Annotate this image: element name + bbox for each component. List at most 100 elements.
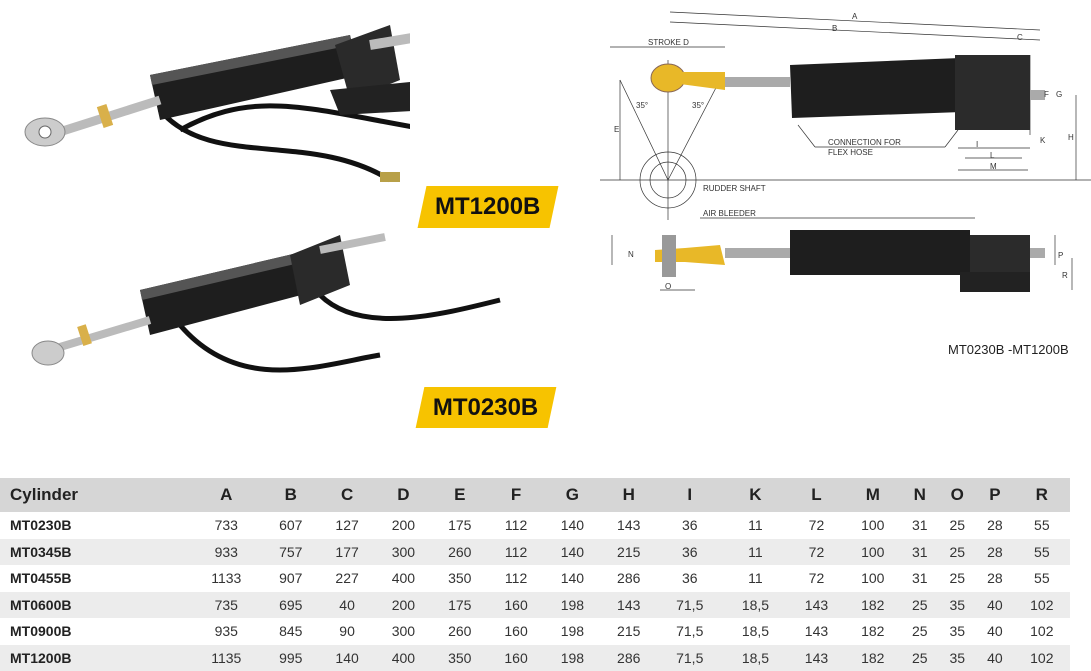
column-header: P <box>976 478 1014 512</box>
column-header: A <box>190 478 263 512</box>
table-cell: 200 <box>375 512 431 539</box>
note-air-bleeder: AIR BLEEDER <box>703 209 756 218</box>
dim-e: E <box>614 125 619 134</box>
dim-f: F <box>1044 90 1049 99</box>
column-header: M <box>845 478 901 512</box>
table-cell: 90 <box>319 618 375 645</box>
column-header: E <box>432 478 488 512</box>
table-cell: 182 <box>845 645 901 671</box>
table-cell: 72 <box>788 539 844 566</box>
table-cell: 260 <box>432 618 488 645</box>
table-cell: 40 <box>976 618 1014 645</box>
table-cell: 102 <box>1014 618 1070 645</box>
table-cell: 140 <box>319 645 375 671</box>
table-cell: 198 <box>544 618 600 645</box>
table-cell: 11 <box>723 565 789 592</box>
table-cell: 112 <box>488 539 544 566</box>
table-cell: 140 <box>544 539 600 566</box>
table-cell: 177 <box>319 539 375 566</box>
table-cell: 160 <box>488 618 544 645</box>
note-connection: CONNECTION FOR <box>828 138 901 147</box>
table-cell: 1135 <box>190 645 263 671</box>
table-cell: 933 <box>190 539 263 566</box>
column-header: K <box>723 478 789 512</box>
angle-left: 35° <box>636 101 648 110</box>
dim-stroke-d: STROKE D <box>648 38 689 47</box>
column-header: H <box>601 478 657 512</box>
table-cell: 160 <box>488 592 544 619</box>
table-cell: 400 <box>375 565 431 592</box>
model-label-text: MT0230B <box>433 394 538 422</box>
table-cell: 300 <box>375 618 431 645</box>
table-cell: 143 <box>601 592 657 619</box>
table-cell: 36 <box>657 539 723 566</box>
table-cell: 400 <box>375 645 431 671</box>
dim-b: B <box>832 24 837 33</box>
table-cell: 28 <box>976 565 1014 592</box>
table-cell: 40 <box>976 645 1014 671</box>
table-cell: 18,5 <box>723 592 789 619</box>
table-cell: 733 <box>190 512 263 539</box>
note-rudder-shaft: RUDDER SHAFT <box>703 184 766 193</box>
table-cell: 71,5 <box>657 592 723 619</box>
table-cell: 175 <box>432 512 488 539</box>
table-cell: 143 <box>788 592 844 619</box>
table-cell: 25 <box>939 512 977 539</box>
dim-l: L <box>990 151 995 160</box>
column-header: I <box>657 478 723 512</box>
dim-i: I <box>976 140 978 149</box>
table-cell: 55 <box>1014 539 1070 566</box>
table-cell: 25 <box>901 618 939 645</box>
dim-r: R <box>1062 271 1068 280</box>
table-cell: 1133 <box>190 565 263 592</box>
table-cell: 11 <box>723 512 789 539</box>
cylinder-model: MT0345B <box>0 539 190 566</box>
column-header: F <box>488 478 544 512</box>
column-header: D <box>375 478 431 512</box>
table-cell: 175 <box>432 592 488 619</box>
column-header: C <box>319 478 375 512</box>
table-cell: 845 <box>263 618 319 645</box>
table-cell: 102 <box>1014 592 1070 619</box>
table-cell: 695 <box>263 592 319 619</box>
table-cell: 102 <box>1014 645 1070 671</box>
table-cell: 11 <box>723 539 789 566</box>
table-cell: 31 <box>901 539 939 566</box>
table-cell: 995 <box>263 645 319 671</box>
table-cell: 25 <box>901 592 939 619</box>
table-cell: 143 <box>788 645 844 671</box>
table-cell: 140 <box>544 565 600 592</box>
table-cell: 40 <box>976 592 1014 619</box>
table-cell: 55 <box>1014 512 1070 539</box>
cylinder-model: MT0230B <box>0 512 190 539</box>
table-cell: 182 <box>845 592 901 619</box>
table-cell: 350 <box>432 565 488 592</box>
cylinder-model: MT0900B <box>0 618 190 645</box>
table-cell: 28 <box>976 512 1014 539</box>
table-cell: 198 <box>544 592 600 619</box>
mt0230b-photo <box>20 225 520 395</box>
table-cell: 757 <box>263 539 319 566</box>
table-cell: 607 <box>263 512 319 539</box>
table-cell: 935 <box>190 618 263 645</box>
table-cell: 18,5 <box>723 618 789 645</box>
model-label-mt0230b: MT0230B <box>416 387 557 428</box>
table-cell: 72 <box>788 565 844 592</box>
dim-c: C <box>1017 33 1023 42</box>
table-cell: 112 <box>488 512 544 539</box>
angle-right: 35° <box>692 101 704 110</box>
dim-a: A <box>852 12 858 21</box>
table-cell: 55 <box>1014 565 1070 592</box>
table-cell: 260 <box>432 539 488 566</box>
dim-p: P <box>1058 251 1063 260</box>
model-label-text: MT1200B <box>435 193 540 221</box>
table-cell: 100 <box>845 539 901 566</box>
table-cell: 35 <box>939 592 977 619</box>
table-cell: 100 <box>845 512 901 539</box>
table-cell: 112 <box>488 565 544 592</box>
column-header: O <box>939 478 977 512</box>
table-cell: 735 <box>190 592 263 619</box>
